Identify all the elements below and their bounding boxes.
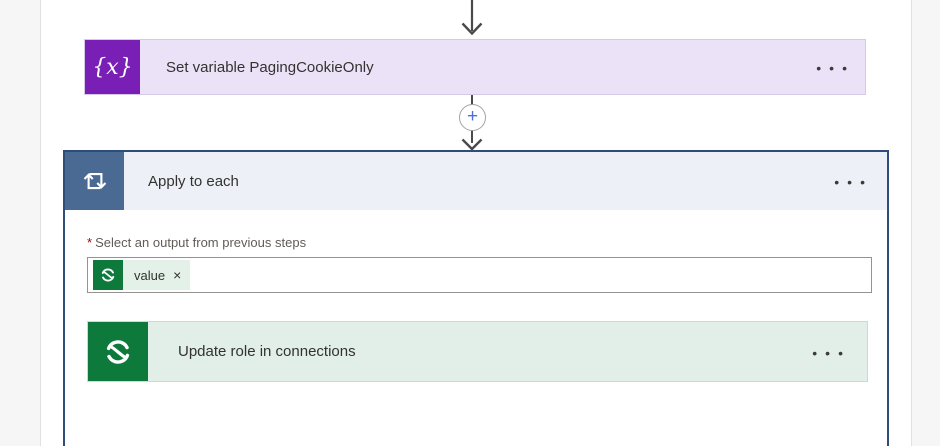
dataverse-icon xyxy=(88,322,148,381)
scope-header[interactable]: Apply to each ••• xyxy=(65,152,887,210)
dataverse-icon xyxy=(93,260,123,290)
variable-icon-glyph: {x} xyxy=(92,54,133,80)
loop-icon xyxy=(65,152,124,210)
card-menu-button[interactable]: ••• xyxy=(812,344,851,361)
set-variable-title: Set variable PagingCookieOnly xyxy=(166,58,374,76)
output-token-input[interactable]: value × xyxy=(87,257,872,293)
token-remove-button[interactable]: × xyxy=(173,267,182,283)
scope-body: *Select an output from previous steps va… xyxy=(65,210,887,382)
variable-icon: {x} xyxy=(85,40,140,94)
token-label: value xyxy=(134,267,166,283)
card-menu-button[interactable]: ••• xyxy=(816,60,855,76)
canvas-left-gutter xyxy=(0,0,41,446)
field-label: *Select an output from previous steps xyxy=(87,235,887,250)
plus-icon: + xyxy=(466,106,479,127)
field-label-text: Select an output from previous steps xyxy=(95,235,307,250)
update-role-title: Update role in connections xyxy=(178,343,356,360)
scope-apply-to-each: Apply to each ••• *Select an output from… xyxy=(63,150,889,446)
insert-step-button[interactable]: + xyxy=(459,104,486,131)
token-chip: value × xyxy=(123,260,191,290)
action-card-update-role[interactable]: Update role in connections ••• xyxy=(87,321,868,382)
required-asterisk: * xyxy=(87,235,93,250)
canvas-right-gutter xyxy=(911,0,940,446)
flow-arrow-icon xyxy=(461,0,483,36)
scope-title: Apply to each xyxy=(148,172,239,190)
value-token[interactable]: value × xyxy=(93,260,191,290)
action-card-set-variable[interactable]: {x} Set variable PagingCookieOnly ••• xyxy=(84,39,866,95)
scope-menu-button[interactable]: ••• xyxy=(834,174,873,190)
